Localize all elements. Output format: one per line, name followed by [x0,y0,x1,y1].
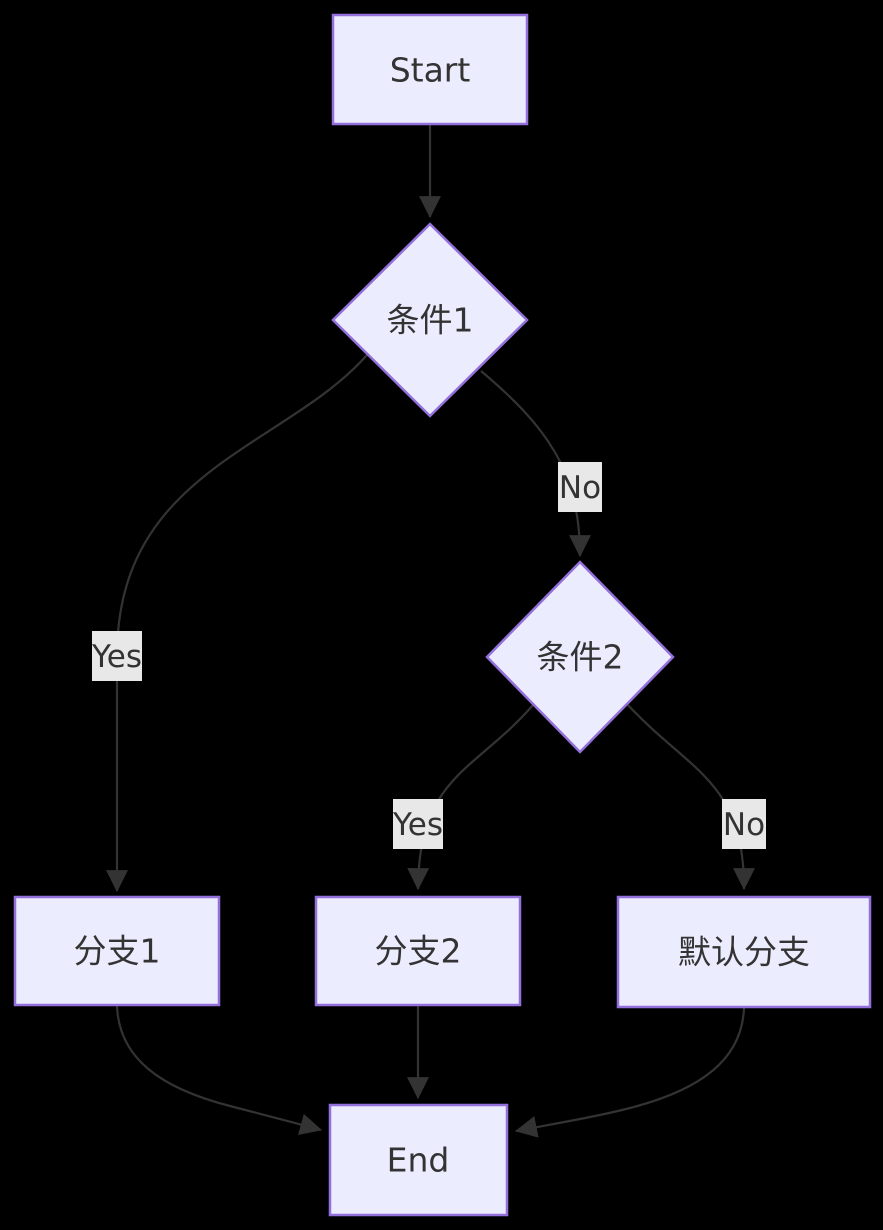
node-branch1-shape [13,895,221,1007]
edge-label-cond2-yes: Yes [392,799,443,849]
node-branch2: 分支2 [314,895,522,1007]
node-cond1-label: 条件1 [387,301,474,340]
nodes: Start 条件1 条件2 分支1 分支2 默认分支 End [13,13,872,1217]
edge-label-cond1-yes: Yes [91,631,142,681]
edge-label-cond2-no: No [722,799,766,849]
edge-branch1-to-end [115,1005,323,1136]
node-default-branch: 默认分支 [616,895,872,1009]
edge-label-text: No [723,807,765,843]
edge-cond1-to-cond2 [480,370,591,558]
edges [106,124,755,1138]
node-default-branch-shape [616,895,872,1009]
edge-label-text: No [559,470,601,506]
edge-label-bg [558,462,602,512]
edge-cond2-to-default [627,704,755,891]
node-branch1: 分支1 [13,895,221,1007]
node-end-shape [328,1103,509,1217]
edge-cond2-to-branch2 [407,704,534,891]
node-cond1: 条件1 [331,222,529,418]
edge-label-text: Yes [91,639,142,675]
node-branch2-shape [314,895,522,1007]
node-start: Start [331,13,529,126]
node-end-label: End [387,1141,450,1180]
edge-cond1-to-branch1 [106,354,368,893]
node-branch1-label: 分支1 [74,932,161,971]
node-cond2-label: 条件2 [537,638,624,677]
node-default-branch-label: 默认分支 [678,933,810,972]
edge-label-bg [92,631,142,681]
edge-label-bg [393,799,443,849]
node-cond2-shape [485,560,675,754]
node-end: End [328,1103,509,1217]
edge-label-text: Yes [392,807,443,843]
node-branch2-label: 分支2 [375,932,462,971]
node-start-shape [331,13,529,126]
edge-labels: Yes No Yes No [91,462,766,849]
node-cond1-shape [331,222,529,418]
node-cond2: 条件2 [485,560,675,754]
node-start-label: Start [390,51,471,90]
edge-default-to-end [514,1007,746,1138]
edge-label-cond1-no: No [558,462,602,512]
edge-label-bg [722,799,766,849]
